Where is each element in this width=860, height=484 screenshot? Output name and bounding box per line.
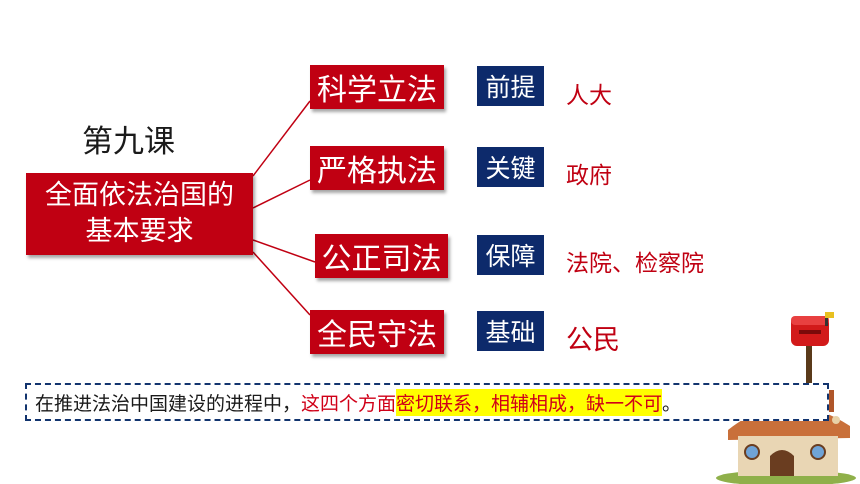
central-topic-line-2: 基本要求 bbox=[85, 216, 194, 247]
central-topic-line-1: 全面依法治国的 bbox=[45, 180, 234, 211]
connector-line-1 bbox=[252, 100, 311, 177]
summary-text-highlight: 密切联系，相辅相成，缺一不可 bbox=[396, 388, 663, 416]
key-box-4: 基础 bbox=[477, 311, 544, 351]
key-box-2: 关键 bbox=[477, 147, 544, 187]
connector-line-2 bbox=[252, 179, 311, 209]
branch-box-4: 全民守法 bbox=[310, 310, 444, 354]
connector-line-4 bbox=[252, 251, 311, 316]
role-label-3: 法院、检察院 bbox=[566, 251, 704, 277]
summary-text-subject: 这四个方面 bbox=[301, 392, 397, 415]
connector-line-3 bbox=[252, 239, 316, 263]
branch-box-3: 公正司法 bbox=[315, 234, 448, 278]
branch-box-2: 严格执法 bbox=[310, 146, 444, 190]
mailbox-icon bbox=[791, 312, 834, 388]
lesson-title: 第九课 bbox=[82, 124, 175, 160]
summary-text-end: 。 bbox=[662, 392, 682, 415]
key-box-1: 前提 bbox=[477, 66, 544, 106]
key-box-3: 保障 bbox=[477, 235, 544, 275]
summary-banner: 在推进法治中国建设的进程中，这四个方面密切联系，相辅相成，缺一不可。 bbox=[25, 383, 829, 421]
role-label-1: 人大 bbox=[566, 83, 612, 109]
summary-text-intro: 在推进法治中国建设的进程中， bbox=[35, 392, 302, 415]
role-label-4: 公民 bbox=[566, 325, 620, 356]
role-label-2: 政府 bbox=[566, 163, 612, 189]
branch-box-1: 科学立法 bbox=[310, 65, 444, 109]
central-topic-box: 全面依法治国的 基本要求 bbox=[26, 173, 253, 255]
